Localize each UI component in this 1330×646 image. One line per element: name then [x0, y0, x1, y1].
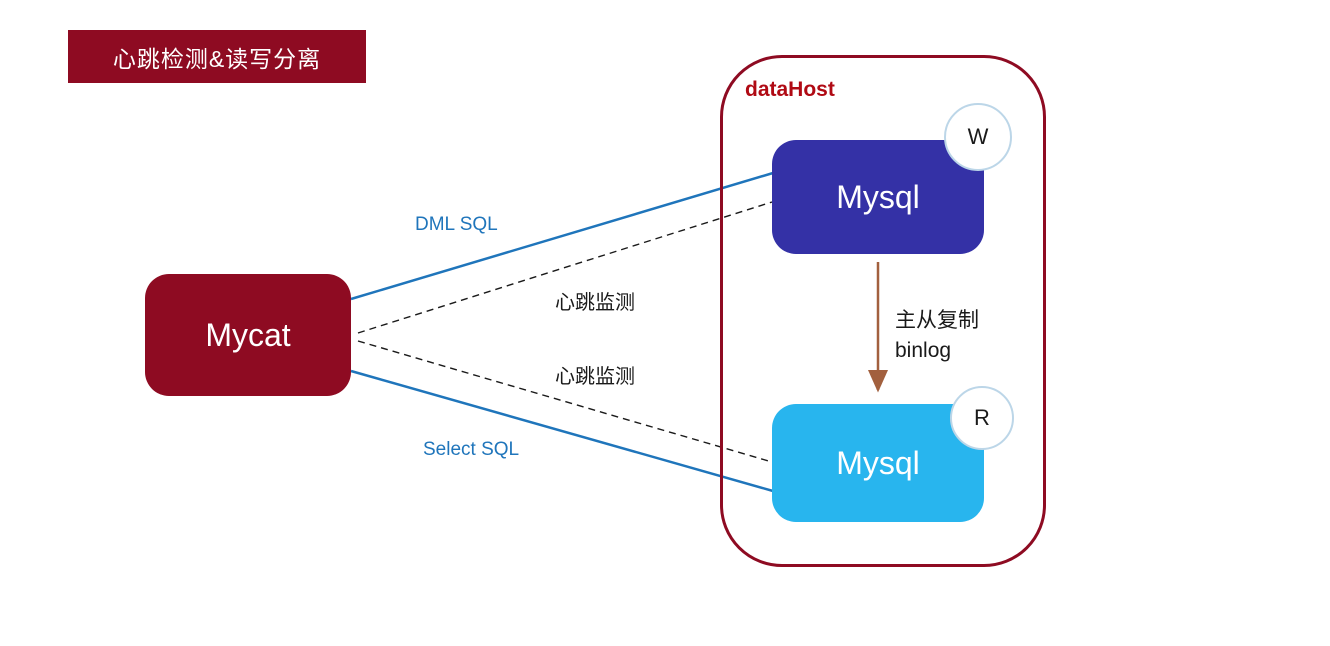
read-badge: R	[950, 386, 1014, 450]
edge-select-sql	[350, 369, 774, 493]
node-mysql-master: Mysql	[772, 140, 984, 254]
edge-label-replication-line2: binlog	[895, 339, 952, 362]
diagram-title: 心跳检测&读写分离	[68, 30, 366, 83]
node-mysql-slave-label: Mysql	[836, 444, 920, 481]
edge-label-replication: 主从复制 binlog	[895, 306, 979, 366]
read-badge-letter: R	[974, 405, 990, 430]
node-mysql-master-label: Mysql	[836, 178, 920, 215]
edge-dml-sql	[350, 171, 774, 301]
write-badge-letter: W	[967, 124, 989, 149]
diagram-title-text: 心跳检测&读写分离	[112, 45, 322, 72]
node-mysql-slave: Mysql	[772, 404, 984, 522]
edge-label-dml-sql: DML SQL	[415, 214, 498, 235]
node-mycat-label: Mycat	[205, 316, 291, 353]
edge-label-select-sql: Select SQL	[423, 439, 520, 460]
node-mycat: Mycat	[145, 274, 351, 396]
datahost-label: dataHost	[745, 78, 835, 101]
edge-label-replication-line1: 主从复制	[895, 309, 979, 332]
edge-label-heartbeat-upper: 心跳监测	[555, 292, 635, 314]
edge-label-heartbeat-lower: 心跳监测	[555, 366, 635, 388]
write-badge: W	[944, 103, 1012, 171]
datahost-container	[720, 55, 1046, 567]
